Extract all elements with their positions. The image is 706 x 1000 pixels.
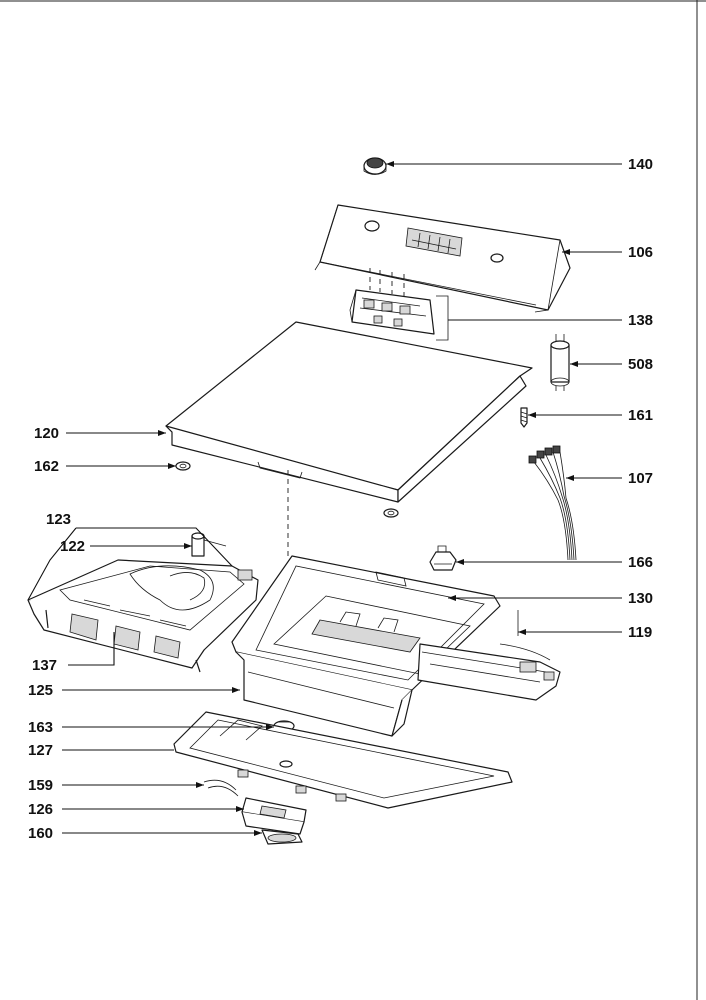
part-dispenser-pipe[interactable]	[191, 532, 227, 557]
callout-107: 107	[628, 470, 653, 487]
part-screw[interactable]	[520, 407, 528, 428]
callout-137: 137	[32, 657, 57, 674]
part-clip[interactable]	[203, 779, 239, 797]
callout-127: 127	[28, 742, 53, 759]
part-capacitor[interactable]	[550, 334, 570, 391]
part-electronic-module[interactable]	[349, 268, 449, 341]
arrowhead-126	[236, 806, 244, 812]
part-worktop[interactable]	[165, 321, 533, 503]
callout-161: 161	[628, 407, 653, 424]
arrowhead-130	[448, 595, 456, 601]
part-wiring-harness[interactable]	[528, 445, 577, 561]
part-knob[interactable]	[363, 157, 387, 175]
leader-arrowheads	[158, 161, 578, 836]
arrowhead-120	[158, 430, 166, 436]
part-control-panel[interactable]	[314, 204, 571, 313]
callout-130: 130	[628, 590, 653, 607]
callout-138: 138	[628, 312, 653, 329]
arrowhead-166	[456, 559, 464, 565]
callout-166: 166	[628, 554, 653, 571]
arrowhead-508	[570, 361, 578, 367]
callout-126: 126	[28, 801, 53, 818]
part-tub-frame[interactable]	[231, 555, 501, 737]
part-base-frame[interactable]	[173, 711, 513, 809]
part-bracket[interactable]	[429, 545, 457, 571]
arrowhead-140	[386, 161, 394, 167]
arrowhead-125	[232, 687, 240, 693]
arrowhead-107	[566, 475, 574, 481]
part-cover-plate[interactable]	[241, 797, 307, 835]
arrowhead-163	[266, 724, 274, 730]
callout-123: 123	[46, 511, 71, 528]
callout-119: 119	[628, 624, 652, 641]
callout-122: 122	[60, 538, 85, 555]
part-detergent-dispenser[interactable]	[27, 559, 259, 673]
callout-120: 120	[34, 425, 59, 442]
callout-162: 162	[34, 458, 59, 475]
arrowhead-160	[254, 830, 262, 836]
callout-140: 140	[628, 156, 653, 173]
callout-106: 106	[628, 244, 653, 261]
leader-lines	[27, 163, 622, 834]
part-foot-washer[interactable]	[175, 461, 399, 518]
part-rail-frame[interactable]	[417, 610, 561, 701]
arrowhead-162	[168, 463, 176, 469]
leader-123	[27, 527, 233, 601]
callout-159: 159	[28, 777, 53, 794]
arrowhead-119	[518, 629, 526, 635]
callout-labels: 140 106 138 508 161 107 166 130 119 120 …	[28, 156, 653, 842]
callout-508: 508	[628, 356, 653, 373]
callout-125: 125	[28, 682, 53, 699]
arrowhead-106	[562, 249, 570, 255]
arrowhead-159	[196, 782, 204, 788]
part-foot[interactable]	[261, 829, 303, 845]
callout-160: 160	[28, 825, 53, 842]
arrowhead-161	[528, 412, 536, 418]
callout-163: 163	[28, 719, 53, 736]
leader-137	[68, 632, 115, 666]
arrowhead-122	[184, 543, 192, 549]
